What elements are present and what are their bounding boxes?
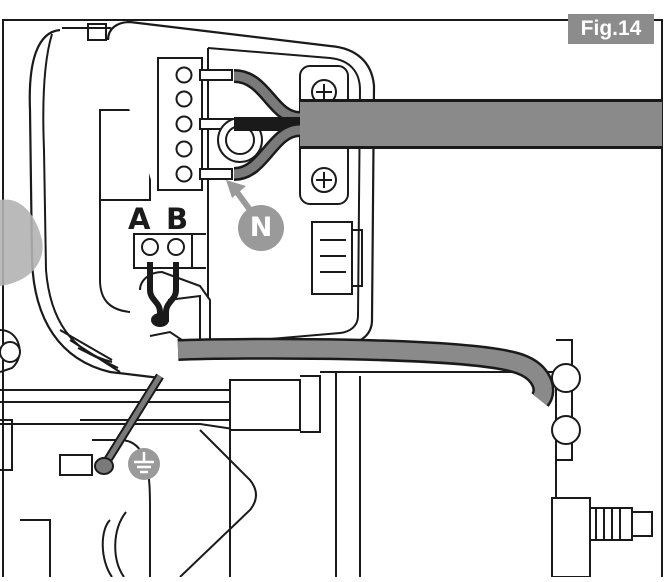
ab-wires (147, 262, 163, 322)
callout-n: N (238, 205, 284, 251)
terminal-label-b: B (166, 202, 189, 236)
ground-symbol-icon (128, 448, 160, 480)
figure-badge: Fig.14 (568, 14, 654, 44)
shaded-area (0, 199, 43, 286)
terminal-label-a: A (128, 202, 151, 236)
